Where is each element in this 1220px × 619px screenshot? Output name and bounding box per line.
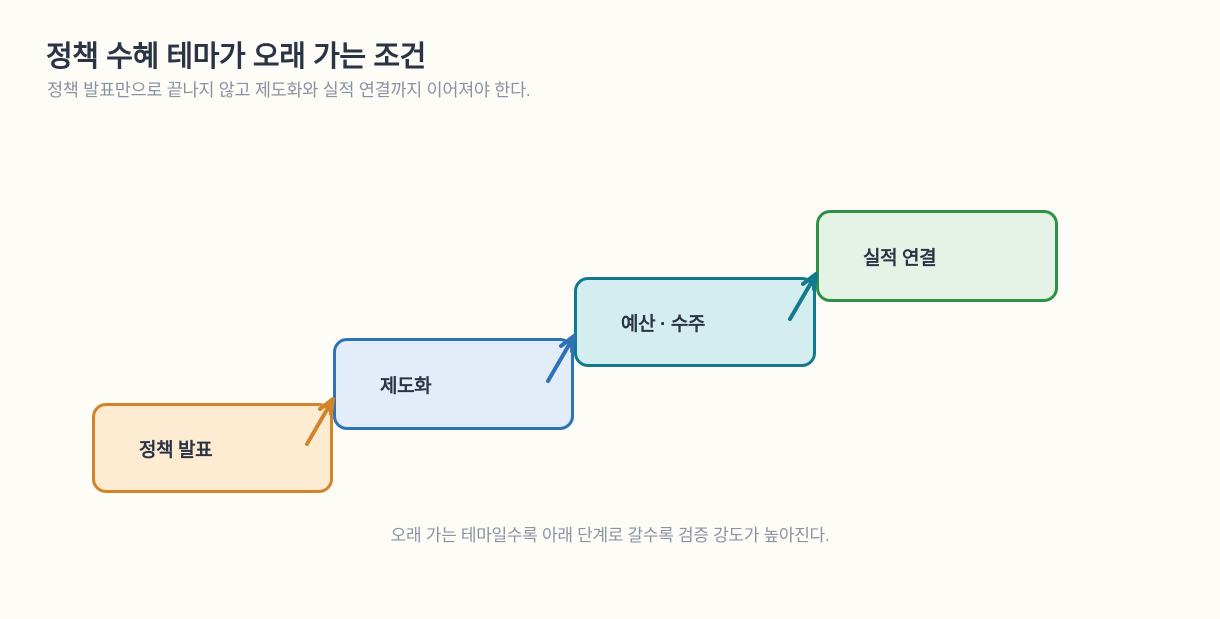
stage-label-3: 예산 · 수주 [621, 313, 706, 335]
stage-box-4[interactable]: 실적 연결 [816, 210, 1058, 302]
page-subtitle: 정책 발표만으로 끝나지 않고 제도화와 실적 연결까지 이어져야 한다. [47, 80, 531, 100]
diagram-caption: 오래 가는 테마일수록 아래 단계로 갈수록 검증 강도가 높아진다. [390, 526, 830, 545]
stage-label-2: 제도화 [380, 375, 432, 397]
stage-label-1: 정책 발표 [139, 439, 213, 461]
stage-box-3[interactable]: 예산 · 수주 [574, 277, 816, 367]
page-title: 정책 수혜 테마가 오래 가는 조건 [46, 41, 426, 73]
stage-label-4: 실적 연결 [863, 247, 937, 269]
stage-box-1[interactable]: 정책 발표 [92, 403, 333, 493]
stage-box-2[interactable]: 제도화 [333, 338, 574, 430]
